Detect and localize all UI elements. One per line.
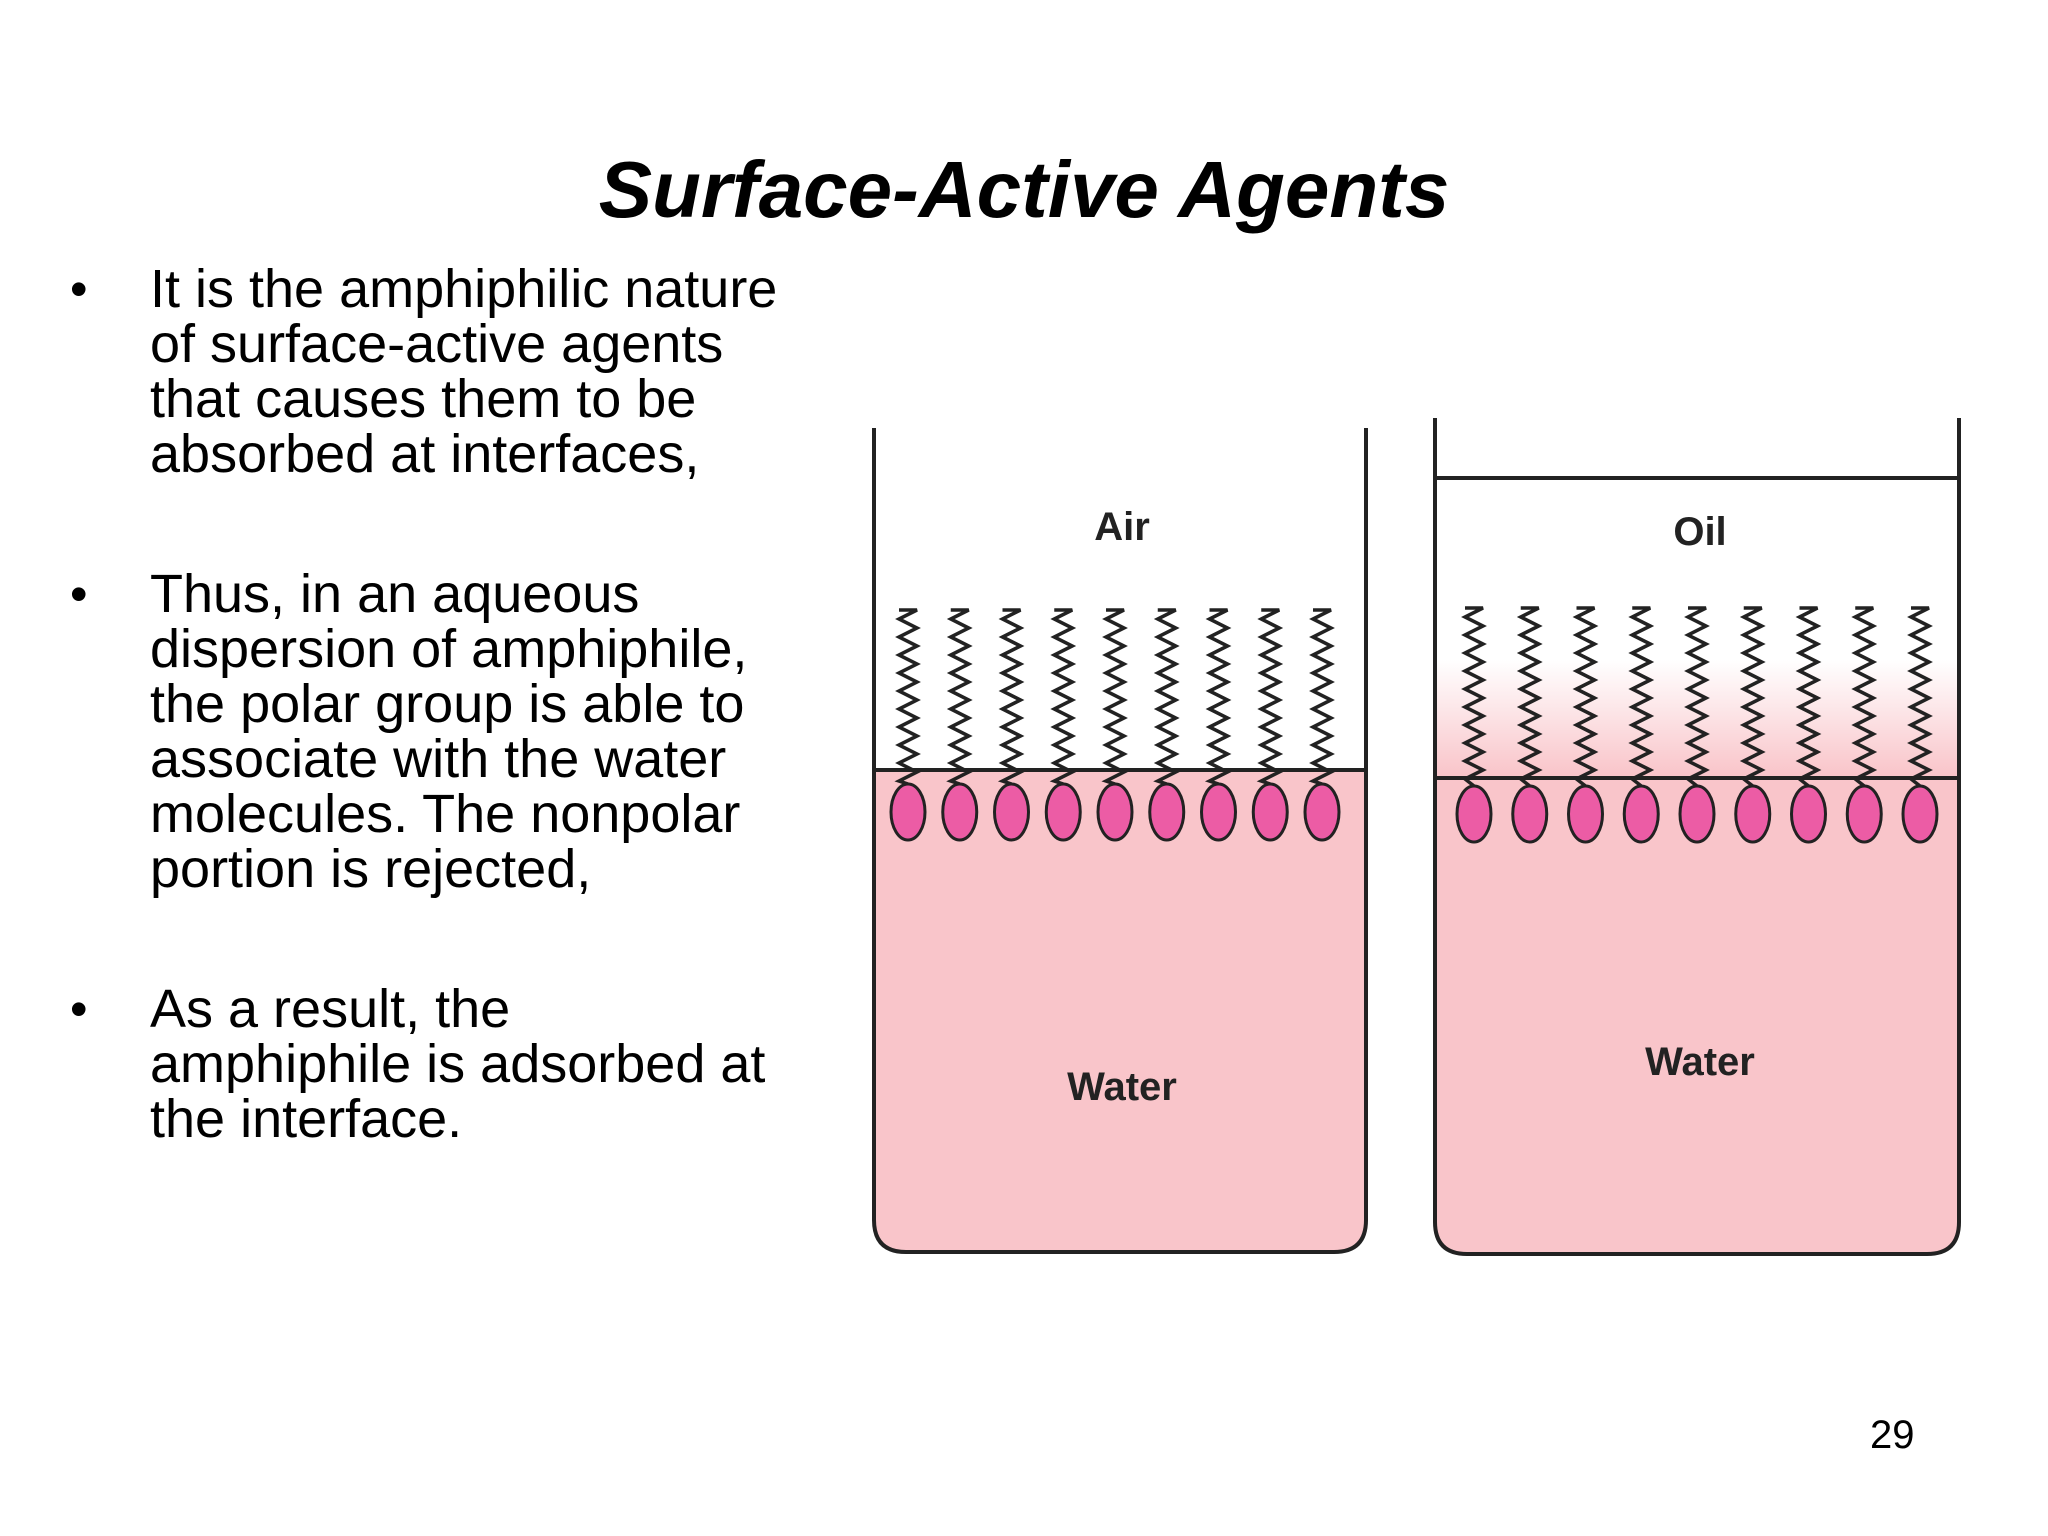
- bullet-item: • It is the amphiphilic nature of surfac…: [70, 262, 830, 482]
- surfactant-molecules: [889, 608, 1341, 842]
- polar-head: [1622, 784, 1660, 844]
- surfactant-molecule: [1303, 608, 1341, 842]
- polar-head: [1096, 782, 1134, 842]
- bullet-line: portion is rejected,: [150, 839, 592, 899]
- bullet-list: • It is the amphiphilic nature of surfac…: [70, 262, 830, 1147]
- surfactant-molecules: [1455, 606, 1939, 844]
- bullet-line: It is the amphiphilic nature: [150, 259, 778, 319]
- oil-water-beaker: Oil Water: [1433, 418, 1961, 1256]
- hydrophobic-tail: [894, 608, 921, 786]
- surfactant-interface-diagram: Air Water Oil Water: [872, 418, 1961, 1256]
- bullet-line: associate with the water: [150, 729, 727, 789]
- polar-head: [1511, 784, 1549, 844]
- slide-title: Surface-Active Agents: [598, 145, 1450, 234]
- surfactant-molecule: [1901, 606, 1939, 844]
- surfactant-molecule: [1096, 608, 1134, 842]
- surfactant-molecule: [1678, 606, 1716, 844]
- beaker-outline: [1433, 418, 1961, 1256]
- water-fill: [1435, 775, 1959, 1254]
- hydrophobic-tail: [1516, 606, 1543, 788]
- surfactant-molecule: [1734, 606, 1772, 844]
- polar-head: [941, 782, 979, 842]
- polar-head: [1567, 784, 1604, 844]
- surfactant-molecule: [1845, 606, 1883, 844]
- water-fill: [874, 770, 1366, 1252]
- hydrophobic-tail: [1308, 608, 1335, 786]
- hydrophobic-tail: [1628, 606, 1655, 788]
- surfactant-molecule: [1044, 608, 1082, 842]
- polar-head: [1678, 784, 1716, 844]
- hydrophobic-tail: [1153, 608, 1180, 786]
- surfactant-molecule: [1622, 606, 1660, 844]
- bullet-line: Thus, in an aqueous: [150, 564, 640, 624]
- surfactant-molecule: [1790, 606, 1827, 844]
- hydrophobic-tail: [1572, 606, 1599, 788]
- surfactant-molecule: [1251, 608, 1289, 842]
- polar-head: [889, 782, 927, 842]
- bullet-line: As a result, the: [150, 979, 511, 1039]
- polar-head: [1303, 782, 1341, 842]
- hydrophobic-tail: [1851, 606, 1878, 788]
- bullet-line: the polar group is able to: [150, 674, 745, 734]
- polar-head: [1845, 784, 1883, 844]
- bullet-line: amphiphile is adsorbed at: [150, 1034, 766, 1094]
- upper-phase-label: Oil: [1673, 510, 1726, 554]
- polar-head: [1901, 784, 1939, 844]
- hydrophobic-tail: [1795, 606, 1822, 788]
- surfactant-molecule: [1148, 608, 1186, 842]
- surfactant-molecule: [1511, 606, 1549, 844]
- polar-head: [1734, 784, 1772, 844]
- hydrophobic-tail: [1101, 608, 1128, 786]
- bullet-line: absorbed at interfaces,: [150, 424, 700, 484]
- bullet-line: molecules. The nonpolar: [150, 784, 741, 844]
- beaker-outline: [872, 428, 1368, 1254]
- hydrophobic-tail: [1049, 608, 1077, 786]
- bullet-marker: •: [70, 981, 88, 1037]
- surfactant-molecule: [1455, 606, 1493, 844]
- polar-head: [1455, 784, 1493, 844]
- hydrophobic-tail: [1739, 606, 1766, 788]
- polar-head: [1200, 782, 1237, 842]
- hydrophobic-tail: [997, 608, 1025, 786]
- polar-head: [1251, 782, 1289, 842]
- polar-head: [1148, 782, 1186, 842]
- lower-phase-label: Water: [1645, 1040, 1755, 1084]
- bullet-item: • Thus, in an aqueous dispersion of amph…: [70, 567, 830, 897]
- polar-head: [1790, 784, 1827, 844]
- hydrophobic-tail: [1461, 606, 1487, 788]
- hydrophobic-tail: [1204, 608, 1232, 786]
- surfactant-molecule: [1200, 608, 1237, 842]
- hydrophobic-tail: [946, 608, 973, 786]
- bullet-line: dispersion of amphiphile,: [150, 619, 748, 679]
- bullet-line: that causes them to be: [150, 369, 697, 429]
- lower-phase-label: Water: [1067, 1065, 1177, 1109]
- bullet-marker: •: [70, 261, 88, 317]
- hydrophobic-tail: [1684, 606, 1710, 788]
- bullet-line: the interface.: [150, 1089, 463, 1149]
- hydrophobic-tail: [1256, 608, 1284, 786]
- surfactant-molecule: [889, 608, 927, 842]
- surfactant-molecule: [993, 608, 1030, 842]
- hydrophobic-tail: [1907, 606, 1933, 788]
- upper-phase-label: Air: [1094, 505, 1150, 549]
- bullet-marker: •: [70, 566, 88, 622]
- bullet-item: • As a result, the amphiphile is adsorbe…: [70, 982, 830, 1147]
- page-number: 29: [1870, 1413, 1915, 1457]
- surfactant-molecule: [1567, 606, 1604, 844]
- bullet-line: of surface-active agents: [150, 314, 724, 374]
- surfactant-molecule: [941, 608, 979, 842]
- polar-head: [1044, 782, 1082, 842]
- polar-head: [993, 782, 1030, 842]
- air-water-beaker: Air Water: [872, 428, 1368, 1254]
